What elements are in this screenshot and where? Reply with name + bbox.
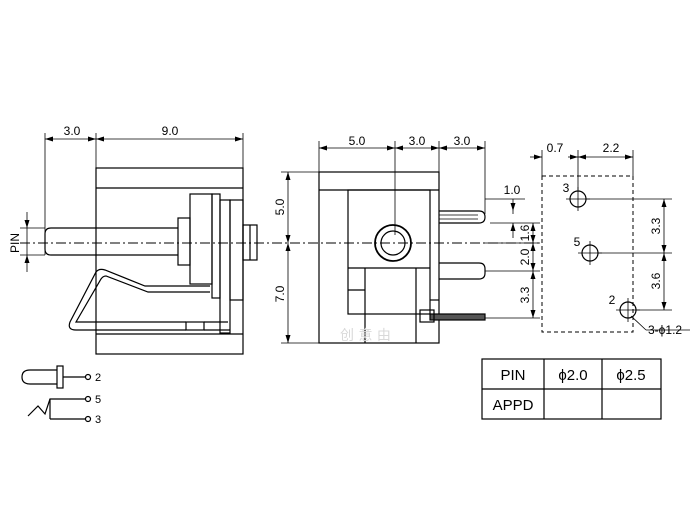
front-dim-3-0-mid: 3.0 (409, 134, 426, 148)
spec-table: PIN ϕ2.0 ϕ2.5 APPD (481, 358, 662, 420)
front-dim-5-0-left: 5.0 (273, 198, 287, 215)
schematic-symbol: 2 5 3 (21, 365, 101, 426)
front-dim-1-6: 1.6 (518, 224, 532, 241)
schematic-switch (27, 398, 85, 417)
table-header-d20: ϕ2.0 (558, 367, 587, 384)
front-dim-3-3: 3.3 (518, 286, 532, 303)
pcb-pin-3-label: 3 (563, 181, 570, 195)
watermark: 创 意 由 (340, 327, 391, 344)
pcb-hole-note: 3-ϕ1.2 (648, 323, 682, 337)
side-spring-contact (68, 268, 210, 331)
pcb-dim-3-3: 3.3 (649, 217, 663, 234)
side-dim-9-0: 9.0 (162, 124, 179, 138)
pcb-pin-5-label: 5 (574, 235, 581, 249)
front-pin-lower (439, 262, 486, 280)
front-dim-7-0-left: 7.0 (273, 285, 287, 302)
pcb-outline (541, 175, 634, 333)
schematic-label-5: 5 (95, 394, 101, 406)
front-view: 5.0 3.0 3.0 5.0 7.0 (273, 134, 540, 344)
side-pin-label: PIN (8, 233, 22, 253)
schematic-label-2: 2 (95, 372, 101, 384)
pcb-dim-3-6: 3.6 (649, 272, 663, 289)
side-body (95, 167, 244, 355)
schematic-pin (21, 369, 57, 385)
front-dim-2-0: 2.0 (518, 248, 532, 265)
side-pin (44, 227, 178, 256)
front-dim-1-0: 1.0 (504, 183, 521, 197)
side-view: 3.0 9.0 PIN (8, 124, 258, 355)
front-dim-3-0-right: 3.0 (454, 134, 471, 148)
front-pin-upper (439, 210, 486, 224)
front-dim-5-0-top: 5.0 (349, 134, 366, 148)
table-header-d25: ϕ2.5 (616, 367, 645, 384)
table-header-pin: PIN (500, 367, 525, 384)
front-bottom-terminal (429, 313, 486, 321)
front-body (318, 171, 440, 344)
schematic-label-3: 3 (95, 414, 101, 426)
pcb-layout: 0.7 2.2 3 5 2 3-ϕ1.2 (530, 141, 690, 337)
table-row-appd: APPD (493, 397, 534, 414)
pcb-pin-2-label: 2 (609, 293, 616, 307)
side-dim-3-0: 3.0 (64, 124, 81, 138)
pcb-dim-0-7: 0.7 (547, 141, 564, 155)
pcb-dim-2-2: 2.2 (603, 141, 620, 155)
